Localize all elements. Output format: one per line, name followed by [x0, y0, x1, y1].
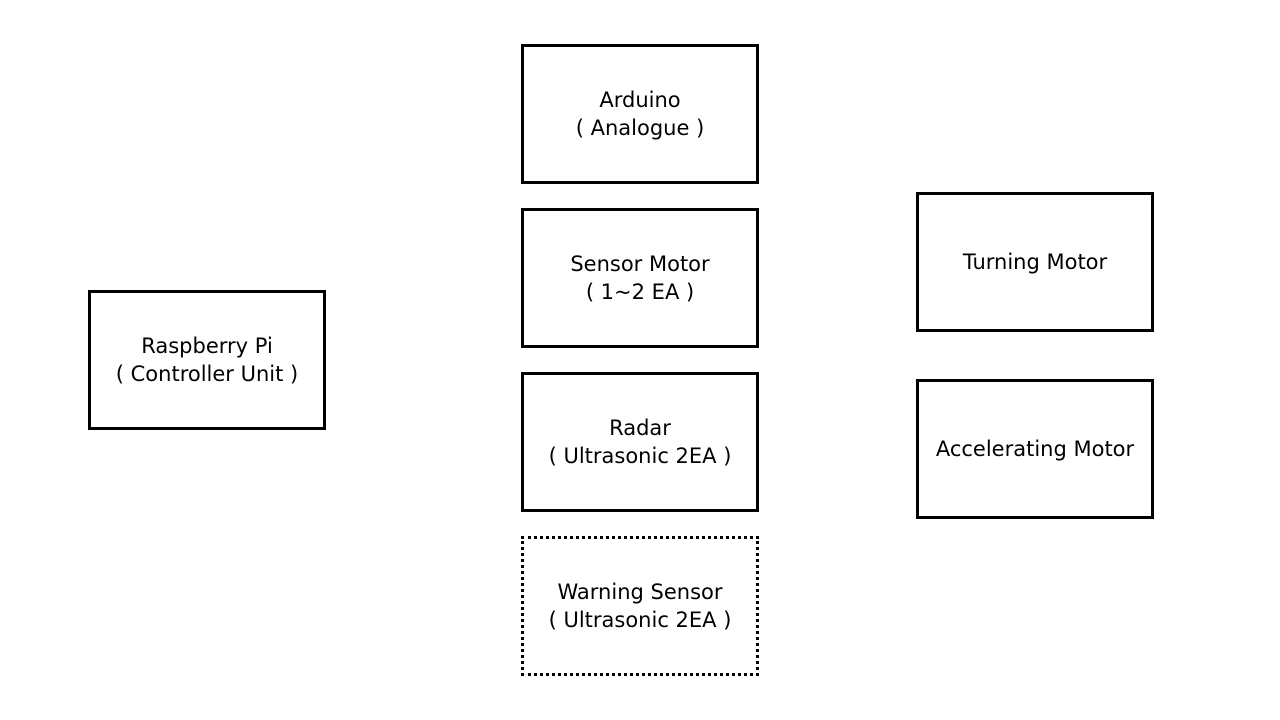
raspberry-pi-subtitle: ( Controller Unit ): [115, 362, 299, 386]
warning-sensor-box: Warning Sensor ( Ultrasonic 2EA ): [521, 536, 759, 676]
accelerating-motor-box: Accelerating Motor: [916, 379, 1154, 519]
sensor-motor-title: Sensor Motor: [570, 252, 710, 276]
warning-sensor-subtitle: ( Ultrasonic 2EA ): [548, 608, 732, 632]
radar-title: Radar: [609, 416, 671, 440]
warning-sensor-title: Warning Sensor: [557, 580, 723, 604]
sensor-motor-subtitle: ( 1~2 EA ): [585, 280, 695, 304]
radar-box: Radar ( Ultrasonic 2EA ): [521, 372, 759, 512]
radar-subtitle: ( Ultrasonic 2EA ): [548, 444, 732, 468]
raspberry-pi-title: Raspberry Pi: [141, 334, 273, 358]
turning-motor-box: Turning Motor: [916, 192, 1154, 332]
arduino-subtitle: ( Analogue ): [575, 116, 705, 140]
raspberry-pi-box: Raspberry Pi ( Controller Unit ): [88, 290, 326, 430]
sensor-motor-box: Sensor Motor ( 1~2 EA ): [521, 208, 759, 348]
arduino-title: Arduino: [599, 88, 681, 112]
accelerating-motor-title: Accelerating Motor: [935, 437, 1135, 461]
turning-motor-title: Turning Motor: [962, 250, 1108, 274]
arduino-box: Arduino ( Analogue ): [521, 44, 759, 184]
